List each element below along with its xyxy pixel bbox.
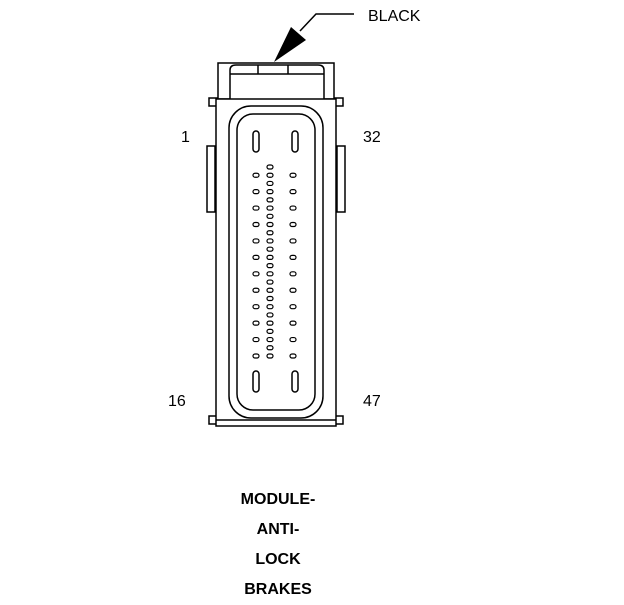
terminal-cavity	[252, 221, 260, 228]
terminal-cavities	[252, 164, 297, 359]
terminal-cavity	[252, 271, 260, 277]
title-line-2: ANTI-	[257, 521, 300, 538]
terminal-cavity	[252, 205, 260, 211]
color-callout: BLACK	[274, 8, 421, 62]
terminal-cavity	[252, 320, 260, 326]
terminal-cavity	[266, 263, 274, 269]
terminal-cavity	[252, 336, 260, 343]
terminal-cavity	[266, 230, 274, 236]
terminal-cavity	[252, 238, 260, 244]
connector-face-inner	[236, 113, 316, 411]
terminal-cavity	[252, 172, 260, 178]
connector-body	[206, 62, 346, 427]
terminal-cavity	[266, 320, 274, 326]
callout-leader-line	[299, 13, 354, 32]
terminal-cavity	[266, 221, 274, 228]
terminal-cavity	[266, 180, 274, 187]
terminal-cavity	[289, 254, 297, 260]
terminal-cavity	[252, 189, 260, 195]
pin-label-1: 1	[181, 129, 190, 146]
terminal-cavity	[266, 238, 274, 244]
terminal-cavity	[252, 254, 260, 260]
title-line-4: BRAKES	[244, 581, 312, 598]
terminal-cavity	[252, 287, 260, 293]
terminal-cavity	[266, 172, 274, 178]
terminal-cavity	[289, 172, 297, 178]
polarization-slot-top-right	[291, 130, 299, 153]
polarization-slot-top-left	[252, 130, 260, 153]
terminal-cavity	[266, 336, 274, 343]
terminal-cavity	[289, 189, 297, 195]
terminal-cavity	[266, 295, 274, 302]
terminal-cavity	[266, 271, 274, 277]
polarization-slot-bottom-left	[252, 370, 260, 393]
terminal-cavity	[266, 353, 274, 359]
terminal-cavity	[289, 287, 297, 293]
pin-label-16: 16	[168, 393, 186, 410]
terminal-cavity	[289, 336, 297, 343]
terminal-cavity	[266, 254, 274, 260]
pin-label-32: 32	[363, 129, 381, 146]
polarization-slot-bottom-right	[291, 370, 299, 393]
terminal-cavity	[252, 304, 260, 310]
terminal-cavity	[289, 320, 297, 326]
terminal-cavity	[289, 304, 297, 310]
terminal-cavity	[289, 271, 297, 277]
terminal-cavity	[266, 197, 274, 203]
pin-label-47: 47	[363, 393, 381, 410]
title-line-3: LOCK	[255, 551, 301, 568]
title-line-1: MODULE-	[241, 491, 316, 508]
terminal-cavity	[266, 213, 274, 219]
terminal-cavity	[266, 246, 274, 252]
terminal-cavity	[266, 304, 274, 310]
terminal-cavity	[266, 287, 274, 293]
terminal-cavity	[266, 205, 274, 211]
terminal-cavity	[266, 164, 274, 170]
terminal-cavity	[266, 328, 274, 334]
module-title: MODULE- ANTI- LOCK BRAKES	[241, 491, 316, 598]
side-tab-left	[206, 145, 216, 213]
terminal-cavity	[266, 312, 274, 318]
latch-inner	[229, 64, 325, 99]
terminal-cavity	[266, 345, 274, 351]
terminal-cavity	[266, 279, 274, 285]
terminal-cavity	[252, 353, 260, 359]
terminal-cavity	[289, 221, 297, 228]
callout-arrowhead	[274, 27, 306, 62]
callout-color-label: BLACK	[368, 8, 421, 25]
terminal-cavity	[266, 189, 274, 195]
side-tab-right	[336, 145, 346, 213]
terminal-cavity	[289, 238, 297, 244]
terminal-cavity	[289, 205, 297, 211]
terminal-cavity	[289, 353, 297, 359]
